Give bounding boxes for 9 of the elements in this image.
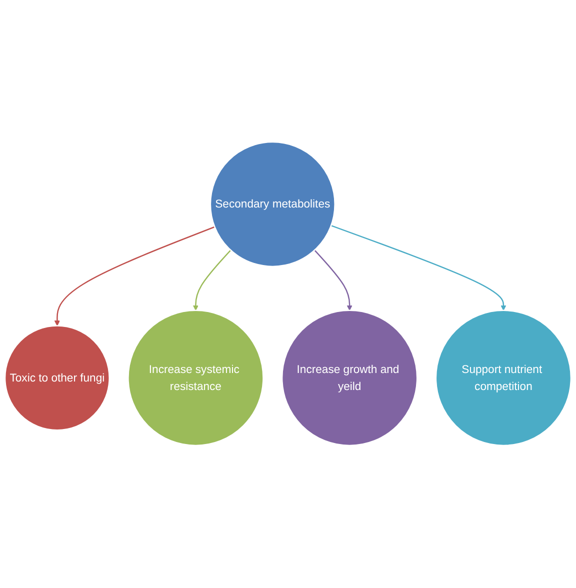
node-circle	[435, 310, 572, 446]
node-circle	[210, 142, 336, 268]
node-circle	[128, 310, 264, 446]
node-circle	[4, 325, 110, 431]
arrow	[54, 226, 215, 326]
arrow	[314, 250, 352, 311]
node-circle	[281, 310, 418, 446]
arrow	[192, 250, 232, 311]
arrow	[330, 225, 506, 311]
